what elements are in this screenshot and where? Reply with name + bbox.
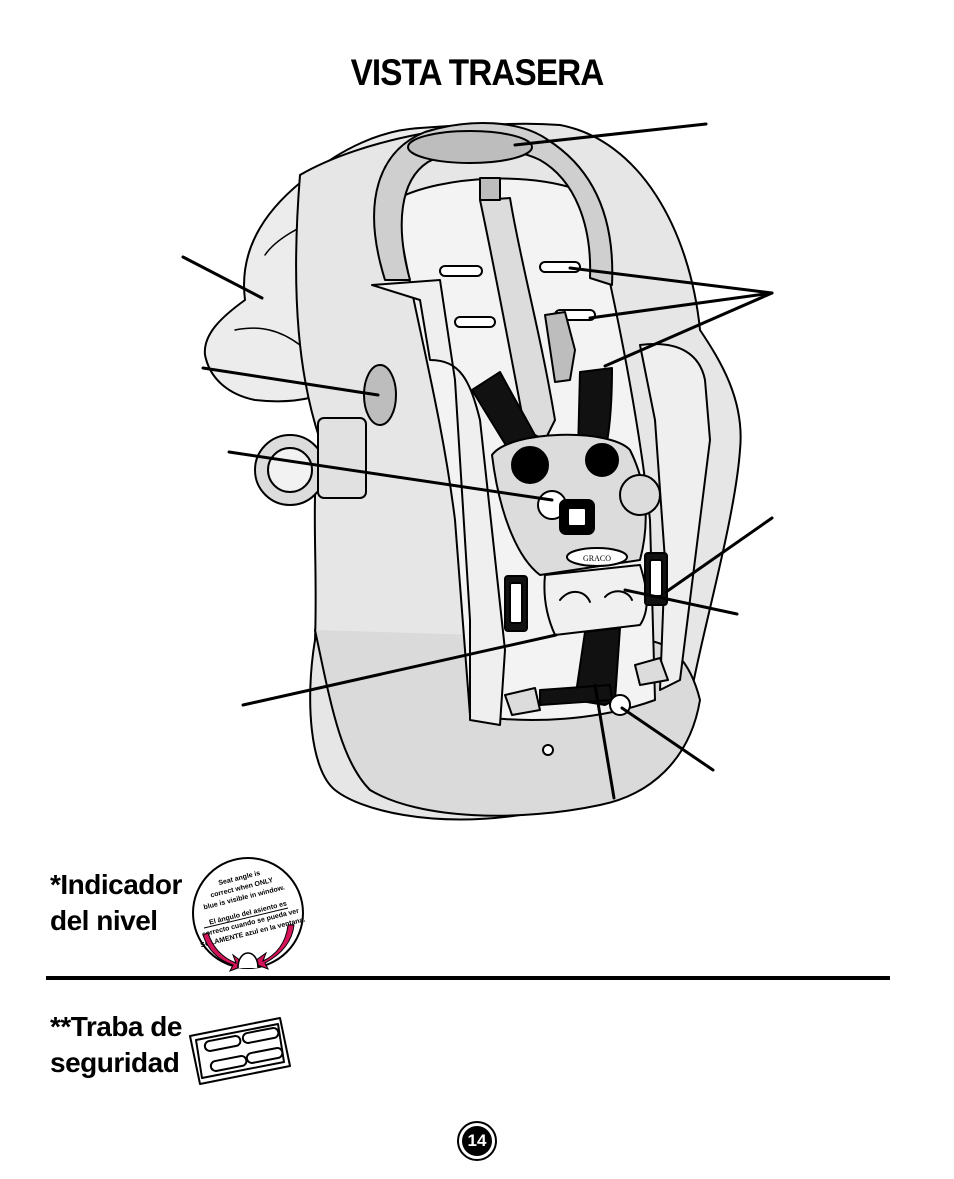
page-number: 14 [467, 1131, 487, 1150]
side-rail-left [371, 279, 506, 726]
arrow-right-icon [250, 924, 295, 970]
level-indicator-label-line2: del nivel [50, 905, 158, 936]
shoulder-pad-right [544, 311, 576, 383]
lock-clip-drawing [189, 1017, 291, 1085]
page-number-circle-icon [457, 1121, 497, 1161]
section-divider [46, 976, 890, 980]
page-title: VISTA TRASERA [350, 52, 605, 93]
harness-slot-upper-left [439, 265, 483, 277]
side-rail-right [639, 343, 711, 691]
side-knob [363, 364, 397, 426]
harness-slot-lower-left [454, 316, 496, 328]
lock-clip-label: **Traba de seguridad [50, 1009, 182, 1081]
base-hook-left [504, 687, 541, 716]
center-column [479, 197, 556, 441]
brand-badge: GRACO [583, 554, 611, 563]
base-hook-right [634, 657, 669, 686]
lock-clip-label-line1: **Traba de [50, 1011, 182, 1042]
lock-clip-label-line2: seguridad [50, 1047, 180, 1078]
level-indicator-sticker: Seat angle is correct when ONLY blue is … [192, 857, 306, 972]
level-indicator-label-line1: *Indicador [50, 869, 182, 900]
level-indicator-label: *Indicador del nivel [50, 867, 182, 939]
carry-handle [373, 121, 614, 286]
page-number-badge: 14 [456, 1120, 498, 1162]
brand-badge-oval [566, 547, 628, 567]
callout-lines [181, 122, 774, 800]
handle-grip [407, 130, 533, 164]
